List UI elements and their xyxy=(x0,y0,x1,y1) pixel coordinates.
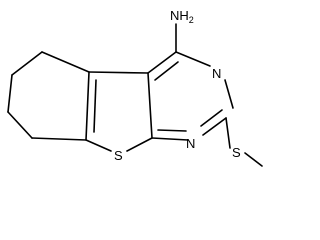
bond xyxy=(88,71,149,74)
methylthio-bond xyxy=(225,117,231,149)
amine-label: NH2 xyxy=(170,8,194,25)
bond xyxy=(7,74,13,113)
double-bond-inner xyxy=(157,129,187,132)
amine-subscript: 2 xyxy=(189,15,194,25)
thiophene-s-label: S xyxy=(114,148,123,163)
structure-canvas: NH2 N N S S xyxy=(7,8,263,167)
double-bond-inner xyxy=(93,79,97,133)
thiophene-ring xyxy=(85,71,153,152)
bond xyxy=(175,51,211,67)
bond xyxy=(7,111,33,139)
pyrimidine-n-lower-label: N xyxy=(186,136,195,151)
double-bond-inner xyxy=(154,61,179,81)
bond xyxy=(11,51,43,76)
bond xyxy=(31,137,87,141)
bond xyxy=(126,137,153,152)
bond xyxy=(202,117,227,136)
bond xyxy=(41,51,90,73)
pyrimidine-ring xyxy=(147,51,234,141)
atom-labels: NH2 N N S S xyxy=(114,8,241,163)
bond xyxy=(147,51,177,74)
substituents xyxy=(175,23,263,167)
bond xyxy=(224,79,234,109)
methylthio-s-label: S xyxy=(232,145,241,160)
bond xyxy=(85,71,90,141)
double-bond-inner xyxy=(200,109,223,127)
pyrimidine-n-upper-label: N xyxy=(212,66,221,81)
methyl-bond xyxy=(244,152,263,167)
molecule-diagram: NH2 N N S S xyxy=(7,8,263,167)
cycloheptane-ring xyxy=(7,51,90,141)
bond xyxy=(151,137,189,141)
bond xyxy=(147,72,153,139)
bond xyxy=(85,139,112,152)
